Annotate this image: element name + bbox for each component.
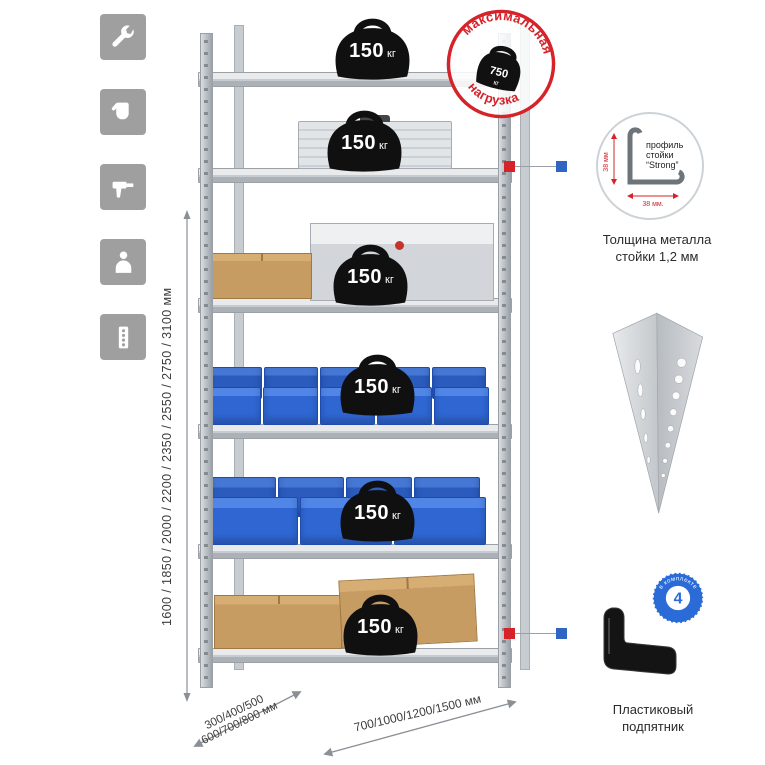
rack-post-front-left bbox=[200, 33, 213, 688]
foot-marker-blue bbox=[556, 628, 567, 639]
height-dimension-label: 1600 / 1850 / 2000 / 2200 / 2350 / 2550 … bbox=[160, 287, 174, 627]
stamp-weight-handle bbox=[489, 45, 517, 60]
load-value: 150 bbox=[347, 266, 383, 288]
stamp-weight-body bbox=[476, 52, 521, 92]
rack-post-front-right bbox=[498, 33, 511, 688]
profile-dim-vertical: 38 мм bbox=[603, 152, 610, 172]
load-unit: кг bbox=[395, 624, 404, 636]
load-unit: кг bbox=[387, 48, 396, 60]
person-icon bbox=[115, 250, 131, 273]
perforated-post-icon-tile bbox=[100, 314, 146, 360]
drill-icon bbox=[112, 181, 133, 198]
profile-caption-line1: Толщина металла bbox=[602, 232, 712, 247]
perforated-post-icon bbox=[118, 326, 128, 348]
stamp-unit: кг bbox=[493, 79, 501, 87]
load-unit: кг bbox=[379, 140, 388, 152]
kit-count-badge: в комплекте 4 bbox=[651, 571, 705, 625]
profile-marker-red bbox=[504, 161, 515, 172]
load-value: 150 bbox=[357, 616, 393, 638]
foot-marker-line bbox=[515, 633, 557, 634]
person-icon-tile bbox=[100, 239, 146, 285]
foot-marker-red bbox=[504, 628, 515, 639]
plastic-bin bbox=[263, 387, 318, 425]
angle-post-image bbox=[612, 312, 704, 514]
profile-marker-line bbox=[515, 166, 557, 167]
profile-label-3: “Strong” bbox=[646, 160, 679, 170]
load-unit: кг bbox=[392, 384, 401, 396]
badge-value: 4 bbox=[674, 591, 683, 608]
profile-caption: Толщина металла стойки 1,2 мм bbox=[584, 232, 730, 266]
plastic-foot-image bbox=[603, 607, 677, 675]
wrench-icon-tile bbox=[100, 14, 146, 60]
profile-marker-blue bbox=[556, 161, 567, 172]
height-dimension-line bbox=[183, 210, 191, 702]
rack-post-back-left bbox=[234, 25, 244, 670]
drill-icon-tile bbox=[100, 164, 146, 210]
profile-caption-line2: стойки 1,2 мм bbox=[615, 248, 699, 264]
foot-caption-line2: подпятник bbox=[622, 718, 684, 734]
load-value: 150 bbox=[354, 376, 390, 398]
gloves-icon-tile bbox=[100, 89, 146, 135]
shelf-5 bbox=[198, 544, 512, 559]
cardboard-box-left bbox=[214, 595, 342, 649]
load-value: 150 bbox=[349, 40, 385, 62]
load-unit: кг bbox=[385, 274, 394, 286]
profile-label-1: профиль bbox=[646, 140, 684, 150]
max-load-stamp: максимальная нагрузка 750 кг bbox=[433, 0, 569, 132]
cardboard-box-small bbox=[210, 253, 312, 299]
profile-dim-horizontal: 38 мм. bbox=[642, 201, 663, 208]
shelf-4 bbox=[198, 424, 512, 439]
post-profile-detail: 38 мм 38 мм. профиль стойки “Strong” bbox=[596, 112, 704, 220]
plastic-bin bbox=[206, 387, 261, 425]
plastic-bin bbox=[206, 497, 298, 545]
stamp-value: 750 bbox=[488, 65, 509, 81]
gloves-icon bbox=[111, 102, 129, 119]
plastic-bin bbox=[434, 387, 489, 425]
foot-caption: Пластиковый подпятник bbox=[578, 702, 728, 736]
profile-label-2: стойки bbox=[646, 150, 674, 160]
wrench-icon bbox=[111, 24, 134, 47]
foot-caption-line1: Пластиковый bbox=[612, 702, 694, 717]
load-value: 150 bbox=[354, 502, 390, 524]
load-value: 150 bbox=[341, 132, 377, 154]
footprint-dimension-lines bbox=[193, 691, 517, 757]
load-unit: кг bbox=[392, 510, 401, 522]
